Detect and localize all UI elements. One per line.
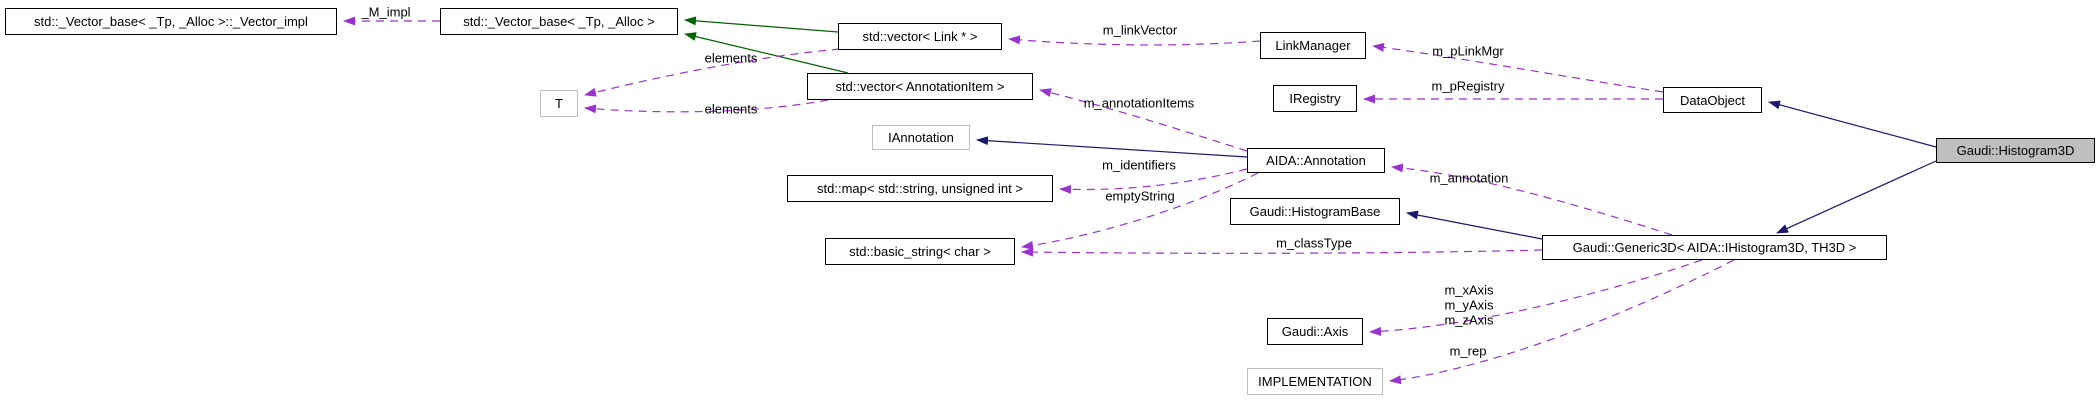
class-node-iannotation: IAnnotation [872,125,970,150]
edge-vector-annotationitem-to-vector-base [684,32,849,74]
edge-aida-annotation-to-basic-string [1021,172,1259,250]
edge-vector-link-to-t [584,48,841,97]
edge-generic3d-to-implementation [1389,259,1735,385]
edge-vector-annotationitem-to-t [584,99,829,114]
class-node-vector-impl[interactable]: std::_Vector_base< _Tp, _Alloc >::_Vecto… [5,8,337,35]
class-node-implementation: IMPLEMENTATION [1247,368,1383,395]
edge-generic3d-to-aida-annotation [1391,163,1673,236]
class-node-basic-string[interactable]: std::basic_string< char > [825,238,1015,265]
edge-histogram3d-to-dataobject [1768,100,1937,148]
edges-group [343,16,1937,385]
class-node-generic3d[interactable]: Gaudi::Generic3D< AIDA::IHistogram3D, TH… [1542,235,1887,260]
class-node-axis[interactable]: Gaudi::Axis [1267,318,1363,345]
class-node-histogrambase[interactable]: Gaudi::HistogramBase [1230,198,1400,225]
edge-generic3d-to-histogrambase [1406,210,1543,240]
class-node-histogram3d: Gaudi::Histogram3D [1936,138,2095,163]
class-node-iregistry[interactable]: IRegistry [1273,85,1357,112]
class-node-vector-link[interactable]: std::vector< Link * > [838,23,1002,50]
edge-aida-annotation-to-std-map [1059,168,1248,194]
class-node-aida-annotation[interactable]: AIDA::Annotation [1247,148,1385,173]
class-node-vector-annotationitem[interactable]: std::vector< AnnotationItem > [807,73,1033,100]
edge-generic3d-to-basic-string [1021,247,1543,257]
class-node-std-map[interactable]: std::map< std::string, unsigned int > [787,175,1053,202]
edge-aida-annotation-to-vector-annotationitem [1039,88,1248,152]
class-node-vector-base[interactable]: std::_Vector_base< _Tp, _Alloc > [440,8,678,35]
class-node-dataobject[interactable]: DataObject [1663,87,1762,113]
edge-aida-annotation-to-iannotation [976,136,1248,158]
edge-histogram3d-to-generic3d [1776,160,1937,234]
edge-linkmanager-to-vector-link [1008,35,1261,46]
edge-vector-link-to-vector-base [684,16,839,33]
class-node-linkmanager[interactable]: LinkManager [1260,32,1366,59]
class-node-t: T [540,90,578,117]
edge-generic3d-to-axis [1369,259,1703,336]
edge-dataobject-to-linkmanager [1372,43,1664,93]
